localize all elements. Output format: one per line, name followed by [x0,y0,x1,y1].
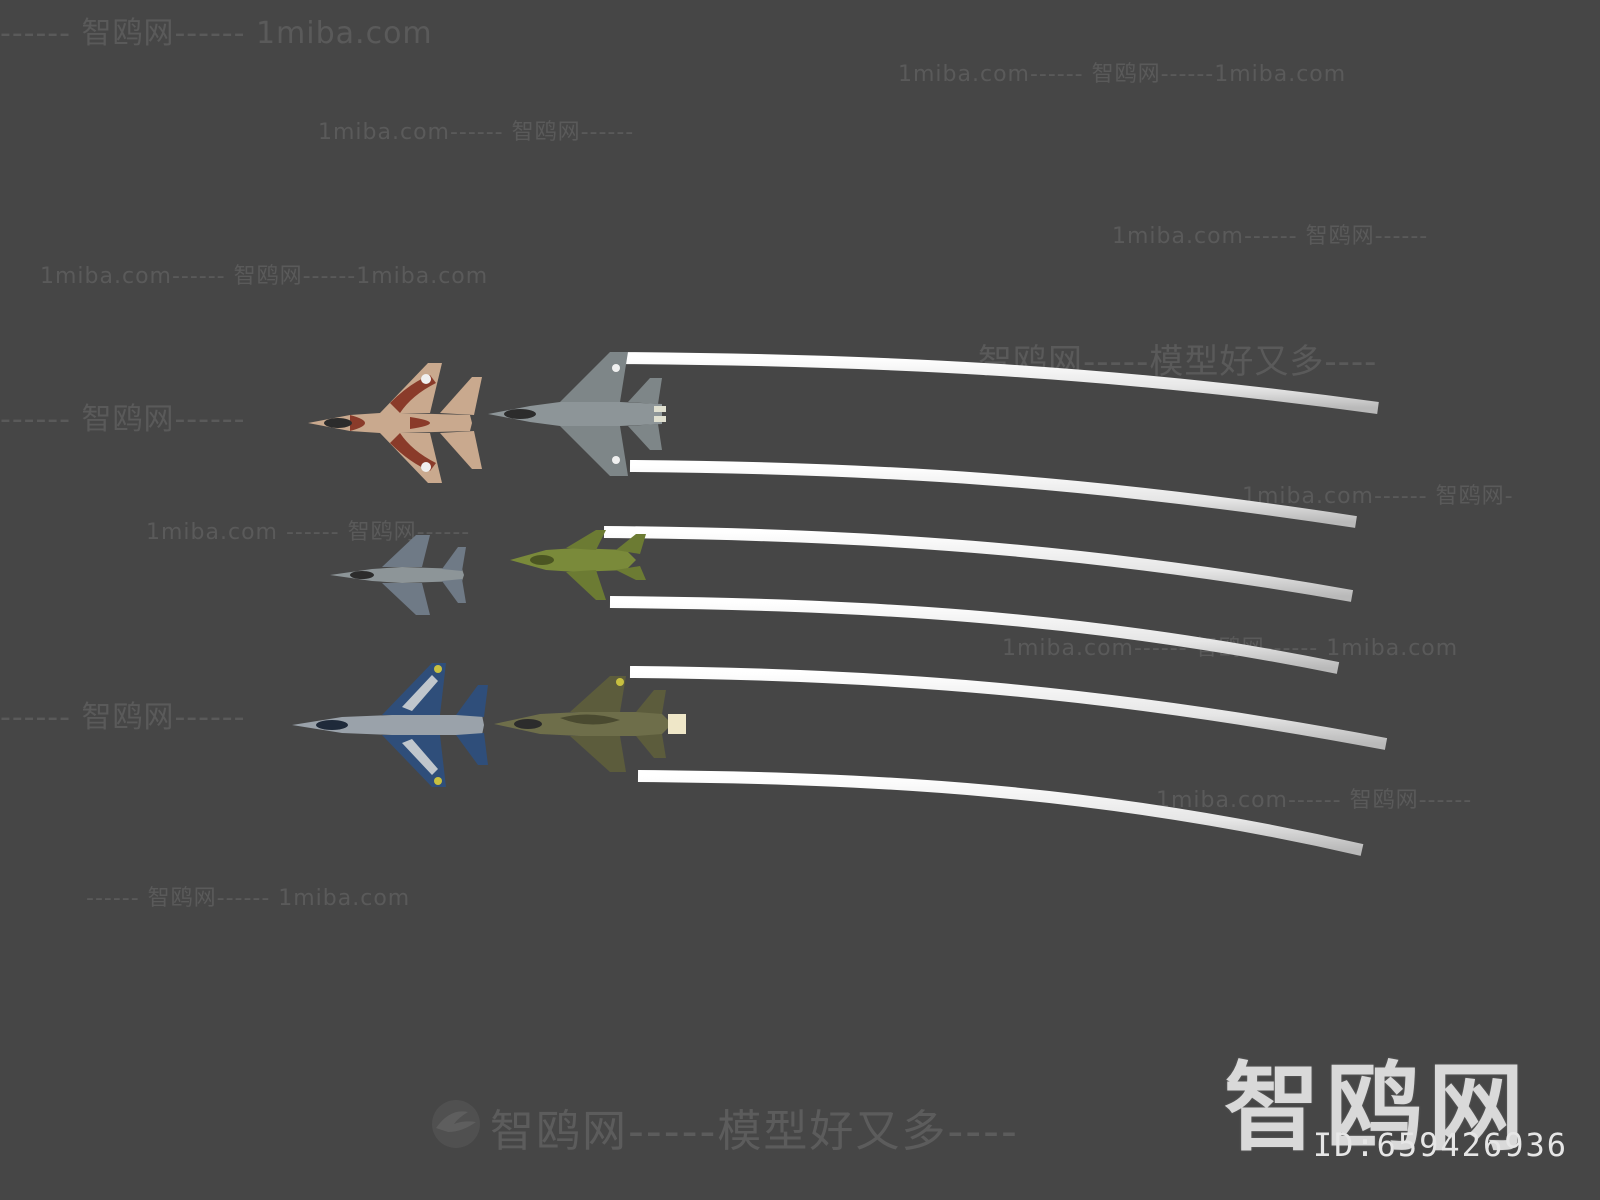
bottom-slogan: 智鸥网-----模型好又多---- [490,1106,1019,1157]
watermark-5: 1miba.com------ 智鸥网------1miba.com [40,264,489,289]
brand-id: ID:659426936 [1312,1126,1568,1164]
smoke-trail-6 [637,770,1364,856]
smoke-trail-2 [629,460,1357,528]
jet-grey-f22 [488,352,666,476]
watermark-1: ------ 智鸥网------ 1miba.com [0,16,433,51]
jet-camo-f15 [308,363,482,483]
jet-grey-harrier [330,535,466,615]
watermark-3: 1miba.com------ 智鸥网------ [318,120,635,145]
jet-blue-camo [292,663,488,787]
watermark-2: 1miba.com------ 智鸥网------1miba.com [898,62,1347,87]
watermark-7: ------ 智鸥网------ [0,402,246,437]
smoke-trail-5 [629,666,1388,750]
brand-logo: 智鸥网 [1224,1052,1530,1164]
smoke-trail-1 [619,352,1379,414]
bird-logo-icon [428,1098,484,1150]
smoke-trails [603,352,1388,856]
watermark-4: 1miba.com------ 智鸥网------ [1112,224,1429,249]
watermark-12: 1miba.com------ 智鸥网------ [1156,788,1473,813]
watermark-8: 1miba.com------ 智鸥网- [1242,484,1514,509]
jet-olive-camo [494,676,686,772]
watermark-13: ------ 智鸥网------ 1miba.com [86,886,411,911]
jet-green [510,530,646,600]
smoke-trail-4 [609,596,1340,674]
watermark-11: ------ 智鸥网------ [0,700,246,735]
smoke-trail-3 [603,526,1354,602]
